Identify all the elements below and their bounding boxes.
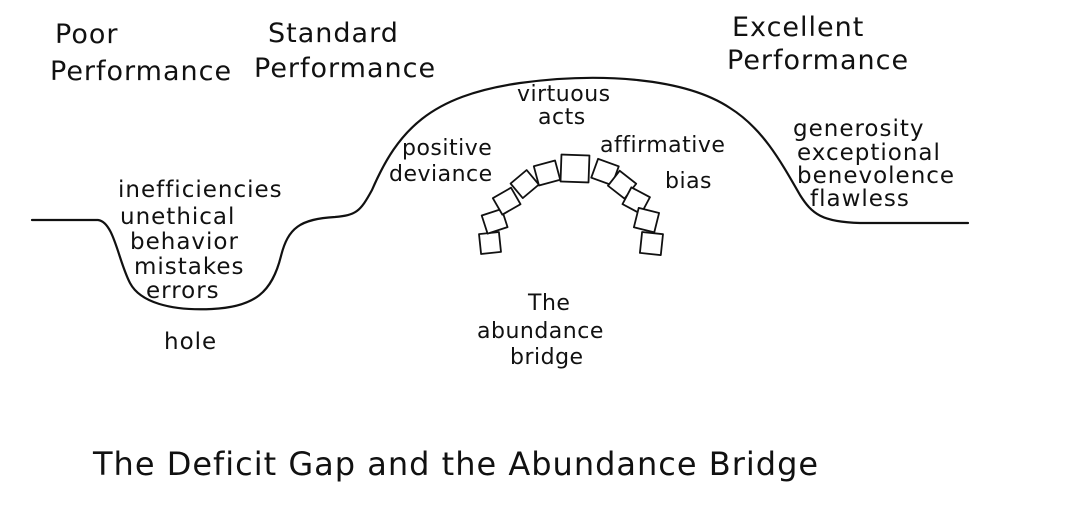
bridge-stone — [509, 169, 540, 199]
hole-items: inefficiencies unethical behavior mistak… — [118, 177, 291, 304]
hole-item: mistakes — [134, 254, 245, 280]
standard-label-line: Standard — [268, 18, 399, 49]
excellent-item: benevolence — [797, 163, 955, 189]
standard-performance-label: Standard Performance — [254, 18, 436, 84]
excellent-performance-label: Excellent Performance — [727, 12, 909, 76]
bridge-arch — [478, 153, 664, 256]
affirmative-bias-line: bias — [665, 169, 712, 194]
virtuous-acts-label: virtuous acts — [517, 82, 618, 130]
excellent-items: generosity exceptional benevolence flawl… — [793, 116, 963, 212]
excellent-label-line: Performance — [727, 45, 909, 76]
virtuous-acts-line: virtuous — [517, 82, 611, 107]
poor-label-line: Performance — [50, 56, 232, 87]
excellent-label-line: Excellent — [732, 12, 864, 43]
bridge-stone — [478, 231, 502, 255]
positive-deviance-line: positive — [402, 136, 492, 161]
hole-label: hole — [164, 329, 217, 355]
bridge-stone — [632, 206, 660, 234]
excellent-item: flawless — [810, 186, 910, 212]
excellent-item: generosity — [793, 116, 925, 142]
poor-label-line: Poor — [55, 19, 118, 50]
affirmative-bias-label: affirmative bias — [600, 133, 733, 194]
bridge-stone — [532, 159, 562, 187]
hole-item: unethical — [120, 204, 235, 230]
virtuous-acts-line: acts — [538, 105, 586, 130]
bridge-stone — [491, 186, 522, 216]
abundance-bridge-line: bridge — [510, 345, 584, 370]
abundance-bridge-label: The abundance bridge — [477, 291, 611, 370]
positive-deviance-line: deviance — [389, 162, 493, 187]
abundance-bridge-line: The — [527, 291, 570, 316]
hole-item: behavior — [130, 229, 239, 255]
bridge-keystone — [559, 153, 591, 184]
positive-deviance-label: positive deviance — [389, 136, 500, 187]
performance-curve — [30, 76, 970, 311]
bridge-stone — [480, 208, 509, 235]
diagram-caption: The Deficit Gap and the Abundance Bridge — [92, 445, 819, 483]
affirmative-bias-line: affirmative — [600, 133, 725, 158]
hole-item: errors — [146, 278, 220, 304]
poor-performance-label: Poor Performance — [50, 19, 232, 87]
bridge-stone — [639, 231, 664, 256]
bridge-stone — [621, 186, 651, 215]
standard-label-line: Performance — [254, 53, 436, 84]
excellent-item: exceptional — [797, 140, 941, 166]
hole-item: inefficiencies — [118, 177, 283, 203]
abundance-bridge-line: abundance — [477, 319, 604, 344]
